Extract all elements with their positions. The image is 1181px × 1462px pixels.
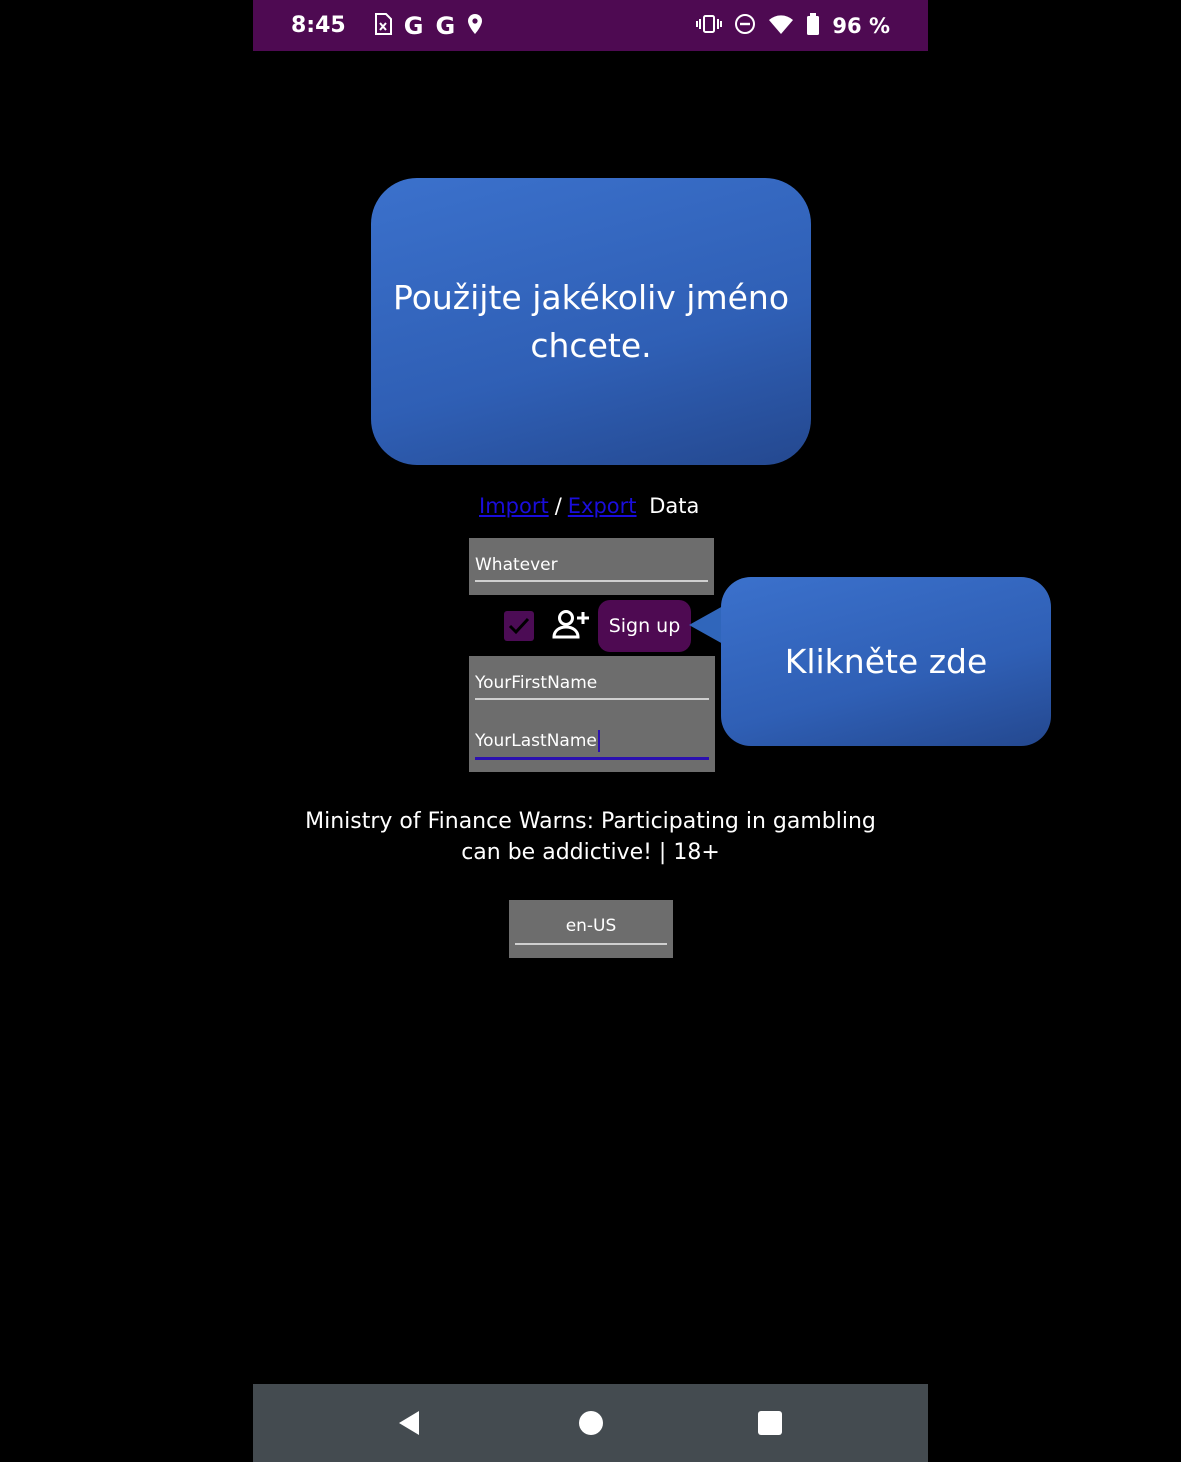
add-user-icon[interactable] bbox=[552, 609, 590, 643]
gambling-warning: Ministry of Finance Warns: Participating… bbox=[305, 809, 876, 865]
back-icon[interactable] bbox=[397, 1410, 421, 1440]
locale-select[interactable]: en-US bbox=[509, 900, 673, 958]
click-hint-bubble: Klikněte zde bbox=[721, 577, 1051, 746]
wifi-icon bbox=[768, 14, 794, 38]
home-icon[interactable] bbox=[579, 1411, 603, 1435]
navigation-bar bbox=[253, 1384, 928, 1462]
do-not-disturb-icon bbox=[734, 13, 756, 39]
google-icon: G bbox=[435, 11, 456, 40]
import-export-row: Import/Export Data bbox=[479, 494, 699, 518]
username-field[interactable]: Whatever bbox=[469, 538, 714, 595]
name-hint-text: Použijte jakékoliv jméno chcete. bbox=[392, 277, 790, 365]
username-underline bbox=[475, 580, 708, 582]
data-label: Data bbox=[649, 494, 700, 518]
last-name-field[interactable]: YourLastName bbox=[475, 730, 600, 752]
status-bar-left: 8:45 G G bbox=[291, 12, 483, 40]
location-icon bbox=[467, 13, 483, 39]
username-value: Whatever bbox=[475, 555, 558, 575]
import-export-separator: / bbox=[554, 494, 562, 518]
text-caret bbox=[597, 730, 600, 752]
click-hint-text: Klikněte zde bbox=[784, 642, 988, 681]
first-name-value[interactable]: YourFirstName bbox=[475, 673, 598, 693]
locale-value: en-US bbox=[565, 916, 617, 936]
sim-icon bbox=[374, 12, 392, 39]
battery-percent: 96 % bbox=[832, 13, 890, 38]
first-name-underline bbox=[475, 698, 709, 700]
sign-up-button[interactable]: Sign up bbox=[598, 600, 691, 652]
locale-underline bbox=[515, 943, 667, 945]
battery-icon bbox=[806, 12, 820, 39]
checkmark-icon bbox=[508, 617, 530, 635]
import-link[interactable]: Import bbox=[479, 494, 549, 518]
last-name-value: YourLastName bbox=[475, 731, 597, 751]
recent-apps-icon[interactable] bbox=[758, 1411, 782, 1435]
status-bar-right: 96 % bbox=[696, 12, 890, 39]
last-name-underline bbox=[475, 757, 709, 760]
vibrate-icon bbox=[696, 14, 723, 38]
status-bar: 8:45 G G 96 % bbox=[253, 0, 928, 51]
name-fields-group: YourFirstName YourLastName bbox=[469, 656, 715, 772]
export-link[interactable]: Export bbox=[567, 494, 637, 518]
name-hint-bubble: Použijte jakékoliv jméno chcete. bbox=[371, 178, 811, 465]
agree-checkbox[interactable] bbox=[504, 611, 534, 641]
click-hint-bubble-tail bbox=[689, 606, 723, 644]
google-icon: G bbox=[403, 11, 424, 40]
status-time: 8:45 bbox=[291, 13, 346, 38]
